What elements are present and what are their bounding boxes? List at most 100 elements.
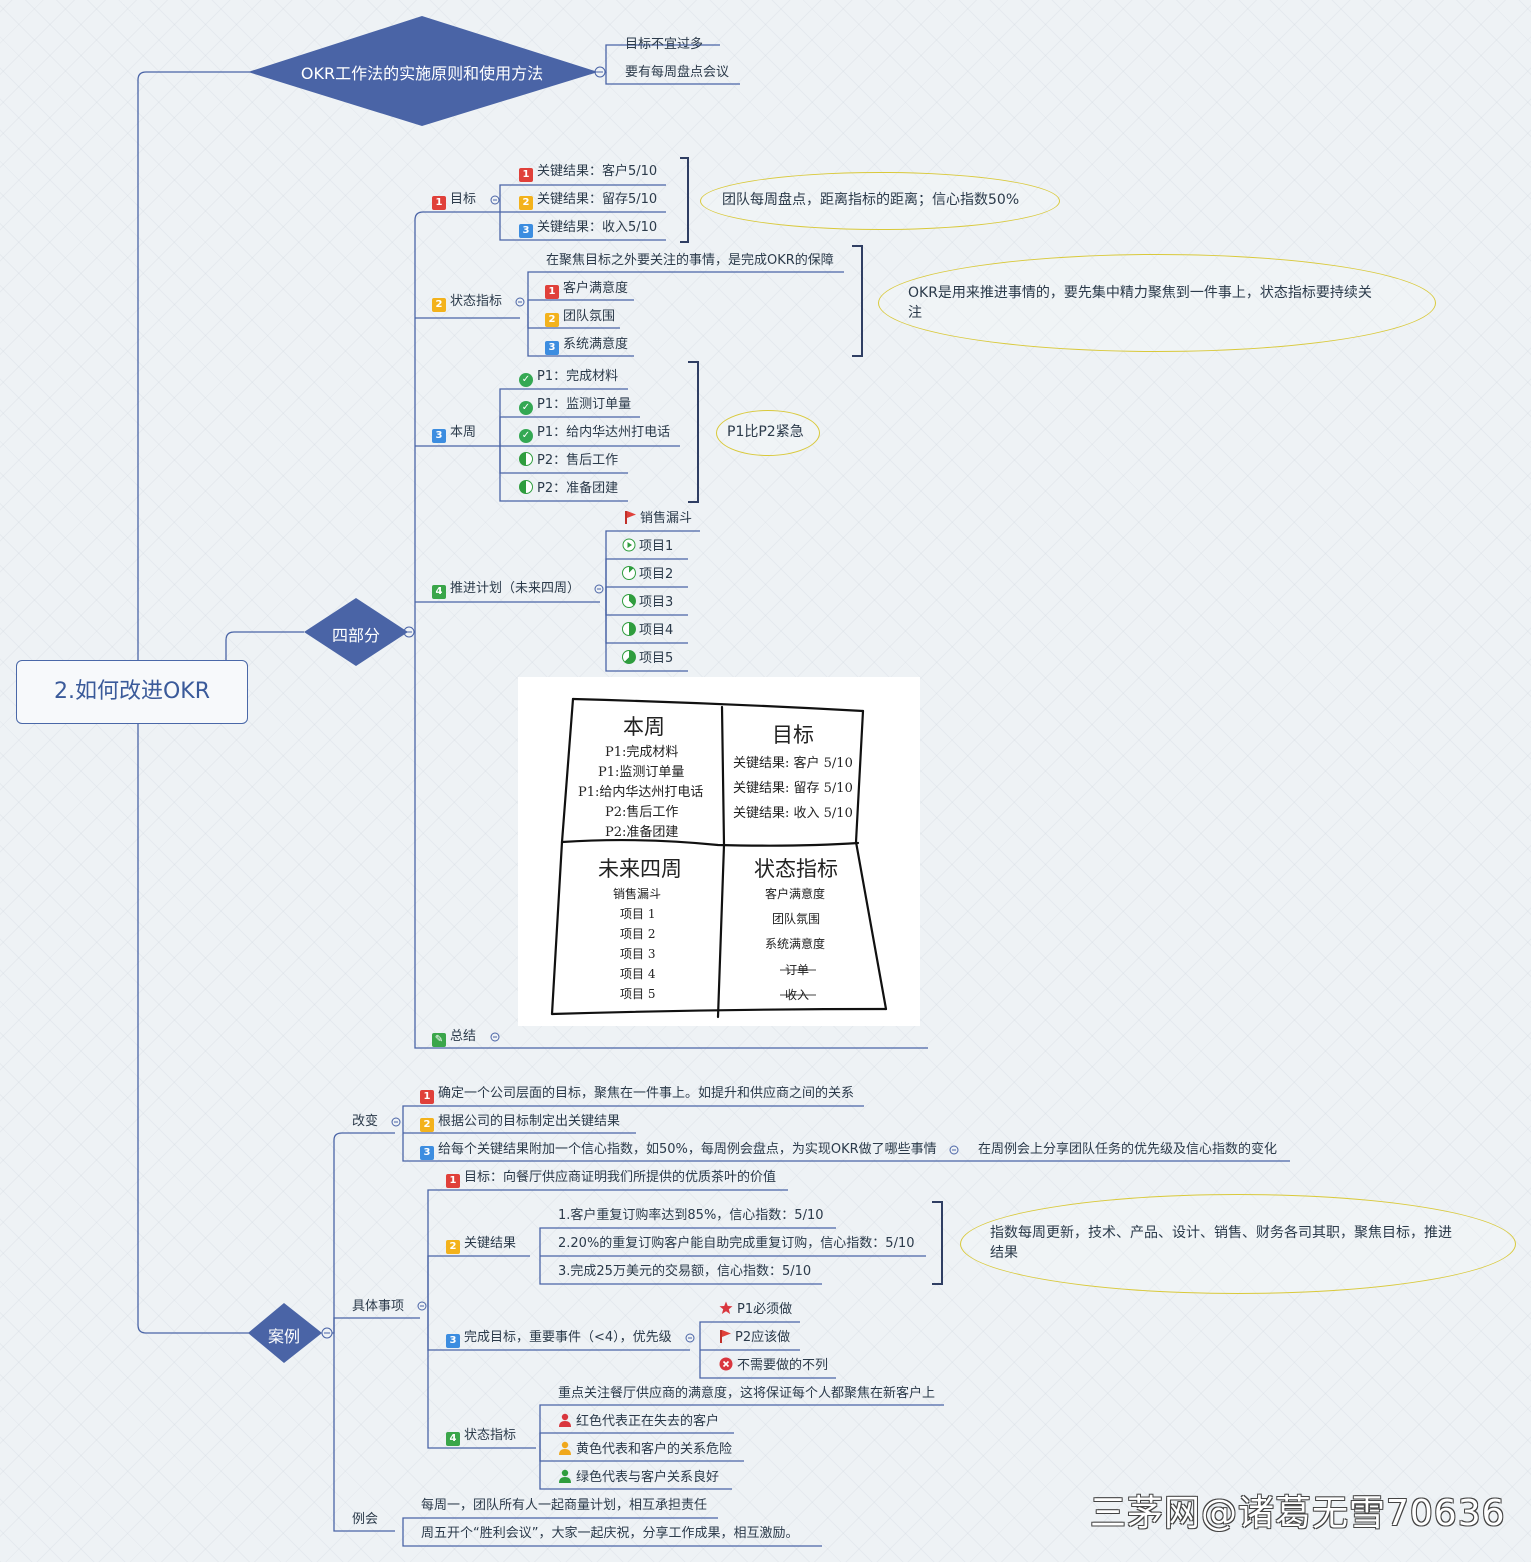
plan-item[interactable]: 销售漏斗 bbox=[624, 510, 692, 528]
sketch-future-title: 未来四周 bbox=[598, 857, 682, 881]
meeting-item[interactable]: 每周一，团队所有人一起商量计划，相互承担责任 bbox=[421, 1498, 708, 1513]
principle-item[interactable]: 目标不宜过多 bbox=[625, 37, 704, 52]
case-status-intro[interactable]: 重点关注餐厅供应商的满意度，这将保证每个人都聚焦在新客户上 bbox=[558, 1386, 936, 1401]
four-parts-diamond bbox=[304, 598, 408, 666]
kr-note-callout[interactable] bbox=[960, 1194, 1516, 1294]
case-status-item[interactable]: 绿色代表与客户关系良好 bbox=[558, 1469, 719, 1487]
week-item[interactable]: ✓P1：监测订单量 bbox=[519, 396, 631, 415]
change-sub-item[interactable]: 在周例会上分享团队任务的优先级及信心指数的变化 bbox=[978, 1142, 1278, 1157]
progress-quarter-icon bbox=[622, 566, 636, 580]
check-done-icon: ✓ bbox=[519, 401, 533, 415]
summary-sketch-image: 本周 P1:完成材料 P1:监测订单量 P1:给内华达州打电话 P2:售后工作 … bbox=[518, 677, 920, 1026]
red-flag-icon bbox=[720, 1330, 731, 1343]
priority-3-icon: 3 bbox=[420, 1146, 434, 1160]
principles-title[interactable]: OKR工作法的实施原则和使用方法 bbox=[300, 64, 544, 83]
priority-3-icon: 3 bbox=[519, 224, 533, 238]
priority-4-icon: 4 bbox=[432, 585, 446, 599]
sketch-status-item: 订单 bbox=[785, 963, 810, 977]
plan-item[interactable]: 项目2 bbox=[622, 566, 673, 584]
case-status-item[interactable]: 黄色代表和客户的关系危险 bbox=[558, 1441, 732, 1459]
kr-item[interactable]: 1.客户重复订购率达到85%，信心指数：5/10 bbox=[558, 1208, 824, 1223]
root-node[interactable]: 2.如何改进OKR bbox=[16, 660, 248, 724]
half-progress-icon bbox=[519, 452, 533, 466]
priority-3-icon: 3 bbox=[545, 341, 559, 355]
principle-item[interactable]: 要有每周盘点会议 bbox=[625, 65, 730, 80]
red-star-icon bbox=[719, 1301, 733, 1314]
priority-1-icon: 1 bbox=[519, 168, 533, 182]
specific-label[interactable]: 具体事项 bbox=[352, 1299, 405, 1314]
sketch-future-item: 项目 3 bbox=[620, 947, 656, 961]
goal-note: 团队每周盘点，距离指标的距离；信心指数50% bbox=[722, 192, 1020, 208]
progress-half-icon bbox=[622, 594, 636, 608]
complete-item[interactable]: P1必须做 bbox=[719, 1301, 792, 1319]
half-progress-icon bbox=[519, 480, 533, 494]
kr-note-line2: 结果 bbox=[990, 1245, 1018, 1261]
sketch-future-item: 项目 5 bbox=[620, 987, 656, 1001]
play-progress-icon bbox=[622, 538, 636, 552]
meeting-item[interactable]: 周五开个“胜利会议”，大家一起庆祝，分享工作成果，相互激励。 bbox=[421, 1526, 799, 1541]
status-note-callout[interactable] bbox=[878, 254, 1436, 352]
complete-item[interactable]: 不需要做的不列 bbox=[719, 1357, 828, 1375]
sketch-week-item: P1:给内华达州打电话 bbox=[578, 785, 704, 800]
sketch-status-item: 收入 bbox=[785, 988, 810, 1002]
red-person-icon bbox=[559, 1413, 571, 1427]
week-item[interactable]: ✓P1：给内华达州打电话 bbox=[519, 424, 670, 443]
change-label[interactable]: 改变 bbox=[352, 1114, 379, 1129]
status-note-line2: 注 bbox=[908, 305, 922, 321]
week-item[interactable]: P2：准备团建 bbox=[519, 480, 618, 498]
priority-1-icon: 1 bbox=[432, 196, 446, 210]
priority-2-icon: 2 bbox=[420, 1118, 434, 1132]
priority-3-icon: 3 bbox=[446, 1334, 460, 1348]
sketch-frame bbox=[550, 697, 888, 1019]
sketch-future-item: 销售漏斗 bbox=[613, 887, 662, 901]
four-parts-title[interactable]: 四部分 bbox=[331, 626, 380, 645]
meeting-label[interactable]: 例会 bbox=[352, 1512, 379, 1527]
week-note: P1比P2紧急 bbox=[727, 424, 804, 440]
week-item[interactable]: ✓P1：完成材料 bbox=[519, 368, 618, 387]
kr-item[interactable]: 3.完成25万美元的交易额，信心指数：5/10 bbox=[558, 1264, 812, 1279]
goal-note-callout[interactable] bbox=[700, 172, 1060, 230]
plan-item[interactable]: 项目5 bbox=[622, 650, 673, 668]
priority-1-icon: 1 bbox=[446, 1174, 460, 1188]
sketch-week-title: 本周 bbox=[623, 715, 665, 739]
plan-item[interactable]: 项目4 bbox=[622, 622, 673, 640]
sketch-status-item: 系统满意度 bbox=[765, 937, 826, 951]
case-title[interactable]: 案例 bbox=[267, 1327, 300, 1346]
sketch-status-item: 客户满意度 bbox=[765, 887, 826, 901]
week-note-callout[interactable] bbox=[716, 410, 820, 456]
case-status-item[interactable]: 红色代表正在失去的客户 bbox=[558, 1413, 719, 1431]
priority-2-icon: 2 bbox=[432, 298, 446, 312]
status-intro[interactable]: 在聚焦目标之外要关注的事情，是完成OKR的保障 bbox=[546, 253, 834, 268]
priority-1-icon: 1 bbox=[420, 1090, 434, 1104]
plan-item[interactable]: 项目3 bbox=[622, 594, 673, 612]
sketch-future-item: 项目 1 bbox=[620, 907, 656, 921]
kr-note-line1: 指数每周更新，技术、产品、设计、销售、财务各司其职，聚焦目标，推进 bbox=[990, 1225, 1452, 1241]
plan-item[interactable]: 项目1 bbox=[622, 538, 673, 556]
sketch-week-item: P2:准备团建 bbox=[605, 825, 679, 840]
summary-label[interactable]: ✎总结 bbox=[432, 1028, 476, 1047]
priority-3-icon: 3 bbox=[432, 429, 446, 443]
week-item[interactable]: P2：售后工作 bbox=[519, 452, 618, 470]
sketch-week-item: P1:监测订单量 bbox=[598, 765, 685, 780]
case-diamond bbox=[248, 1303, 322, 1363]
sketch-week-item: P1:完成材料 bbox=[605, 745, 679, 760]
kr-item[interactable]: 2.20%的重复订购客户能自助完成重复订购，信心指数：5/10 bbox=[558, 1236, 915, 1251]
complete-item[interactable]: P2应该做 bbox=[719, 1329, 790, 1347]
